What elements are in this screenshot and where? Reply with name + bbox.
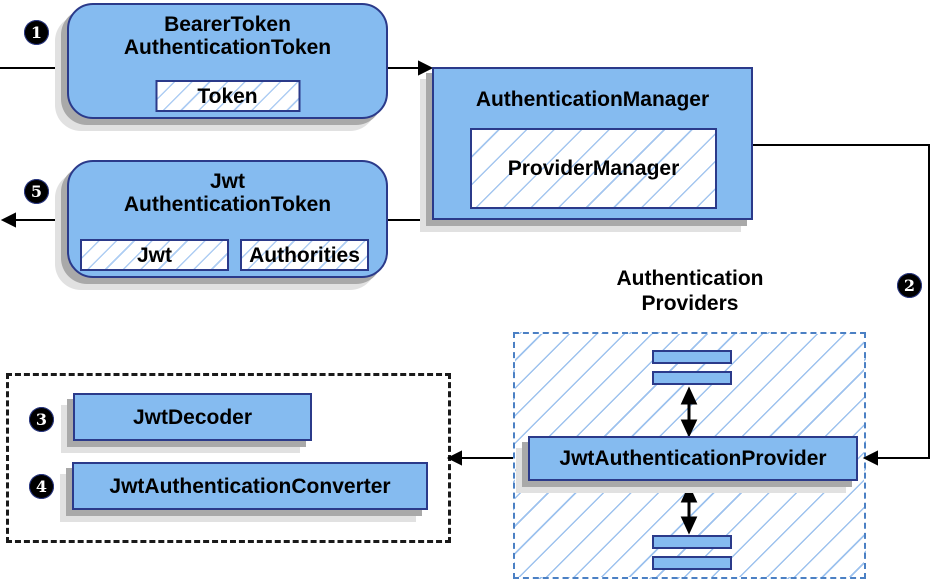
provider-manager-chip-label: ProviderManager [507,157,680,180]
token-chip: Token [155,80,300,112]
step-5-number: 5 [30,182,43,201]
step-4-badge: 4 [29,474,54,499]
provider-placeholder-bar [652,350,732,364]
authentication-manager-node: AuthenticationManager ProviderManager [432,67,753,220]
authentication-manager-title: AuthenticationManager [475,88,710,111]
arrow-outgoing-head [0,212,16,228]
step-5-badge: 5 [24,179,49,204]
provider-placeholder-bar [652,535,732,549]
arrow-manager-to-provider-head [862,450,878,466]
bearer-token-authentication-token-node: BearerToken AuthenticationToken Token [67,3,388,119]
token-chip-label: Token [197,84,258,108]
authentication-providers-label: Authentication Providers [570,266,810,316]
step-2-badge: 2 [897,273,922,298]
step-1-number: 1 [30,23,43,42]
provider-placeholder-bar [652,371,732,385]
step-4-number: 4 [35,477,48,496]
authorities-chip: Authorities [240,239,369,271]
authorities-chip-label: Authorities [249,243,360,267]
step-3-number: 3 [35,410,48,429]
arrow-bearer-to-manager-head [418,60,434,76]
jwt-authentication-provider-node: JwtAuthenticationProvider [528,436,858,481]
jwt-decoder-label: JwtDecoder [132,405,253,429]
step-2-number: 2 [903,276,916,295]
jwt-token-title: Jwt AuthenticationToken [123,170,332,216]
jwt-authentication-converter-label: JwtAuthenticationConverter [109,474,391,498]
step-1-badge: 1 [24,20,49,45]
authentication-providers-label-text: Authentication Providers [616,267,764,315]
provider-manager-chip: ProviderManager [470,128,717,209]
provider-placeholder-bar [652,556,732,570]
jwt-decoder-node: JwtDecoder [73,393,312,441]
jwt-authentication-provider-label: JwtAuthenticationProvider [559,447,827,470]
jwt-chip: Jwt [80,239,229,271]
step-3-badge: 3 [29,407,54,432]
jwt-chip-label: Jwt [136,243,172,267]
jwt-authentication-token-node: Jwt AuthenticationToken Jwt Authorities [67,160,388,278]
bearer-token-title: BearerToken AuthenticationToken [123,13,332,59]
jwt-authentication-converter-node: JwtAuthenticationConverter [72,462,428,510]
